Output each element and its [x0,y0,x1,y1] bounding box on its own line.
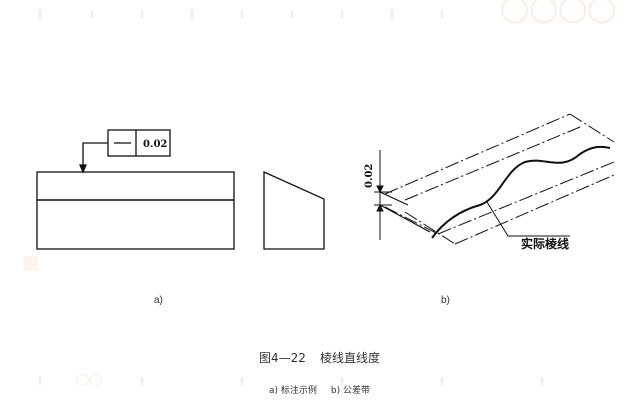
actual-edge-curve [431,145,611,239]
figure-title: 图4—22 棱线直线度 [0,349,639,366]
top-tick-marks [39,10,443,18]
caption-a: a) [154,295,163,306]
subcaption-b: b) 公差带 [330,386,370,396]
bottom-tick-marks [39,377,543,385]
figure-subcaptions: a) 标注示例 b) 公差带 [0,383,639,396]
plane-edges [379,191,431,233]
subcaption-a: a) 标注示例 [269,386,317,396]
dimension-0.02 [374,150,392,240]
tolerance-value-a: 0.02 [143,139,167,150]
watermark-bottom-left: ◯◯ [76,372,103,386]
callout-leader [486,201,570,237]
diagram-b [374,113,615,245]
caption-b: b) [441,295,450,306]
watermark-top-right: ◯◯◯◯ [500,0,617,24]
figure-title-text: 棱线直线度 [319,351,380,365]
leader-line [82,142,108,168]
front-view-outline [36,171,235,250]
side-view-outline [263,170,325,250]
dimension-value-b: 0.02 [364,164,375,188]
watermark-left: ▦ [22,252,40,273]
actual-edge-label: 实际棱线 [521,236,569,251]
diagram-a [36,129,325,250]
leader-arrow [79,164,87,174]
tolerance-zone-planes [384,113,615,245]
figure-number: 图4—22 [259,351,306,365]
